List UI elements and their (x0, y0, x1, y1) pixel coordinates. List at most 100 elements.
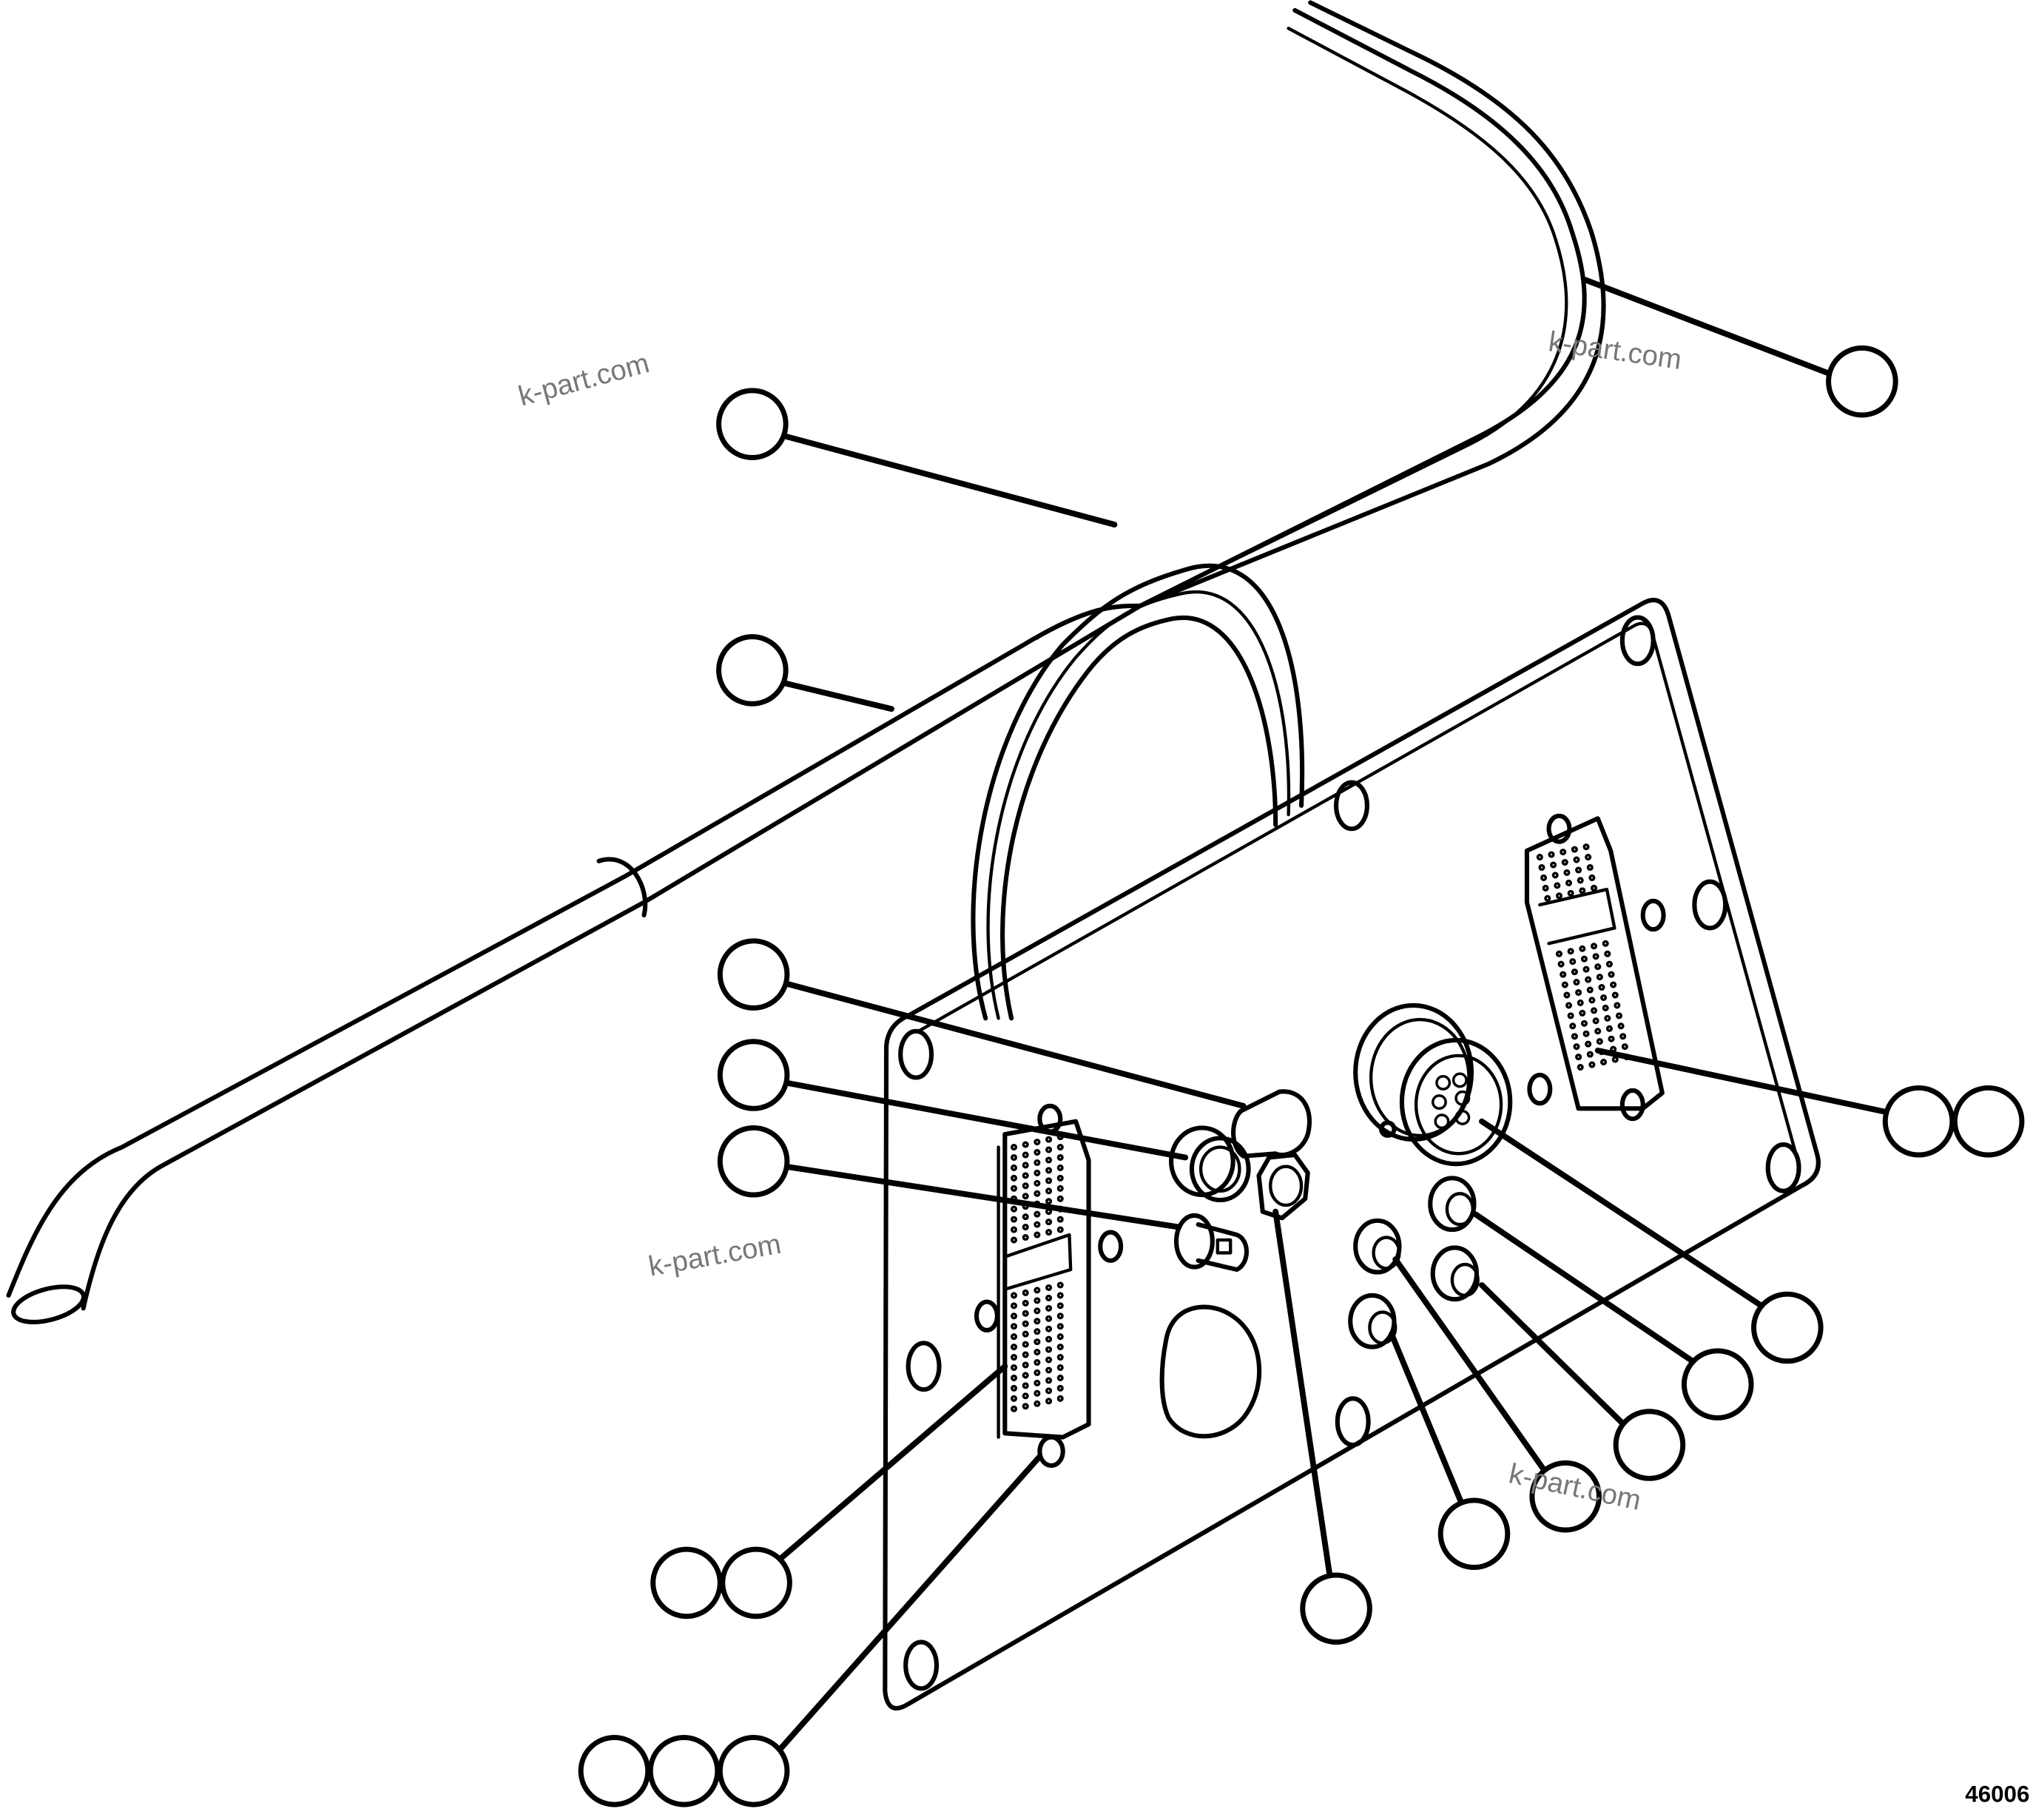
connector-pin (1034, 1190, 1041, 1197)
bnc-connector (1173, 1213, 1249, 1273)
connector-pin (1010, 1405, 1018, 1412)
main-cable-harness (6, 0, 1606, 1324)
connector-pin (1585, 854, 1592, 861)
callout-balloon (1882, 1085, 1955, 1158)
connector-pin (1573, 979, 1580, 986)
connector-pin (1565, 879, 1573, 886)
connector-pin (1022, 1403, 1029, 1410)
connector-pin (1034, 1328, 1041, 1335)
connector-pin (1022, 1341, 1029, 1348)
watermark-text: k-part.com (1547, 326, 1684, 376)
connector-pin (1614, 1002, 1621, 1009)
connector-pin (1056, 1333, 1064, 1341)
connector-pin (1010, 1384, 1018, 1392)
hex-connector (1256, 1152, 1310, 1221)
callout-balloon (717, 1039, 790, 1111)
connector-pin (1586, 986, 1594, 994)
connector-pin (1617, 1022, 1625, 1030)
connector-pin (1045, 1398, 1053, 1405)
callout-balloon (717, 1125, 790, 1198)
connector-pin (1056, 1384, 1064, 1392)
connector-pin (1577, 877, 1584, 884)
connector-pin (1034, 1297, 1041, 1304)
mounting-plate (883, 598, 1821, 1711)
connector-pin (1056, 1344, 1064, 1351)
connector-pin (1022, 1233, 1029, 1241)
connector-pin (1045, 1284, 1053, 1291)
connector-pin (1557, 960, 1565, 968)
connector-pin (1022, 1162, 1029, 1169)
connector-pin (1022, 1193, 1029, 1200)
connector-pin (1022, 1372, 1029, 1379)
connector-pin (1579, 1009, 1586, 1017)
connector-pin (1582, 843, 1590, 851)
watermark-text: k-part.com (515, 347, 653, 412)
connector-pin (1590, 943, 1598, 950)
connector-pin (1579, 945, 1586, 952)
small-round-connectors (1348, 1176, 1480, 1349)
connector-pin (1010, 1153, 1018, 1162)
connector-pin (1567, 1012, 1574, 1019)
connector-pin (1056, 1226, 1064, 1233)
connector-pin (1602, 940, 1609, 947)
leader-lines (774, 277, 1891, 1756)
connector-pin (1582, 1030, 1590, 1037)
connector-pin (1010, 1364, 1018, 1372)
connector-pin (1034, 1149, 1041, 1156)
connector-pin (1586, 863, 1594, 872)
connector-pin (1538, 863, 1545, 872)
connector-pin (1585, 1040, 1592, 1048)
connector-pin (1010, 1184, 1018, 1192)
connector-pin (1567, 889, 1574, 897)
connector-pin (1034, 1400, 1041, 1407)
callout-balloon (716, 388, 789, 460)
connector-pin (1565, 1002, 1573, 1009)
connector-pin (1569, 1022, 1577, 1030)
connector-pin (1573, 856, 1580, 863)
connector-pin (1563, 991, 1571, 999)
connector-pin (1022, 1310, 1029, 1317)
connector-pin (1600, 994, 1608, 1002)
connector-pin (1585, 976, 1592, 983)
connector-pin (1592, 1017, 1599, 1025)
connector-pin (1580, 955, 1588, 963)
connector-pin (1600, 1059, 1608, 1066)
figure-number: 46006 (1965, 1782, 2029, 1807)
connector-pin (1056, 1144, 1064, 1151)
callout-balloon (1613, 1409, 1686, 1481)
callout-balloon (1826, 345, 1898, 418)
callout-balloon (716, 634, 789, 707)
connector-pin (1010, 1236, 1018, 1244)
connector-pin (1569, 958, 1577, 965)
connector-pin (1619, 1033, 1627, 1040)
connector-pin (1034, 1159, 1041, 1167)
connector-pin (1034, 1358, 1041, 1366)
connector-pin (1056, 1364, 1064, 1372)
connector-pin (1045, 1146, 1053, 1153)
connector-pin (1611, 991, 1619, 999)
connector-pin (1573, 1043, 1580, 1051)
connector-pin (1056, 1395, 1064, 1402)
connector-pin (1045, 1377, 1053, 1384)
connector-pin (1555, 892, 1563, 900)
connector-pin (1536, 854, 1543, 861)
connector-pin (1010, 1226, 1018, 1233)
connector-pin (1604, 950, 1611, 957)
connector-pin (1045, 1219, 1053, 1226)
connector-pin (1045, 1229, 1053, 1236)
connector-pin (1045, 1387, 1053, 1395)
connector-pin (1045, 1356, 1053, 1364)
callout-balloon (1952, 1085, 2025, 1158)
connector-pin (1551, 872, 1559, 879)
connector-pin (1034, 1389, 1041, 1397)
connector-pin (1056, 1302, 1064, 1310)
connector-pin (1605, 1025, 1613, 1032)
connector-pin (1010, 1174, 1018, 1182)
connector-pin (1045, 1187, 1053, 1195)
connector-pin (1010, 1292, 1018, 1299)
connector-pin (1056, 1216, 1064, 1223)
connector-pin (1592, 953, 1599, 960)
connector-pin (1586, 1051, 1594, 1058)
connector-pin (1561, 981, 1568, 988)
connector-pin (1560, 849, 1567, 856)
